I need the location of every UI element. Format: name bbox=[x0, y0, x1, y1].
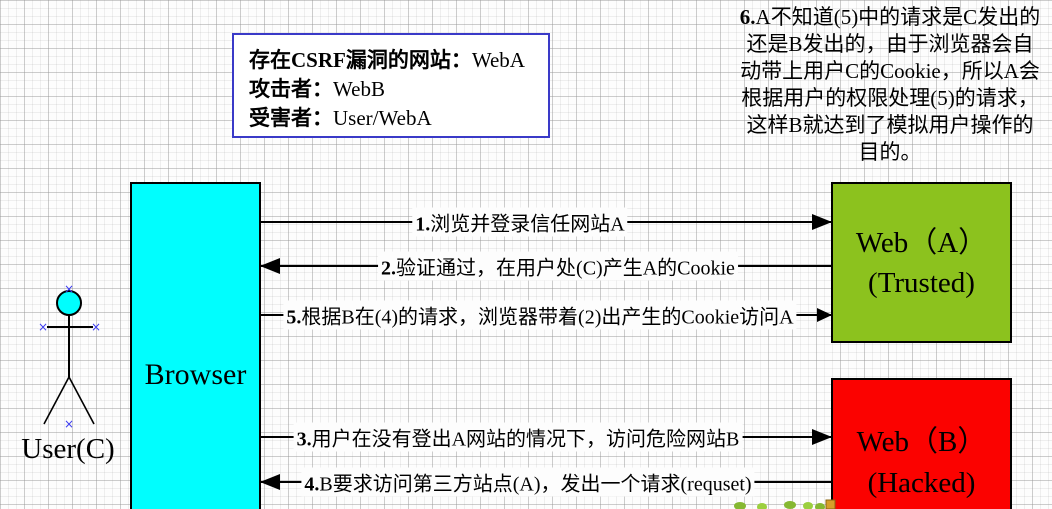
user-node-label: User(C) bbox=[21, 433, 115, 465]
note-step6: 6.A不知道(5)中的请求是C发出的 还是B发出的，由于浏览器会自 动带上用户C… bbox=[729, 4, 1051, 166]
step-number: 3. bbox=[296, 428, 312, 451]
note-step6-number: 6. bbox=[739, 5, 756, 29]
web-b-node: Web（B） (Hacked) bbox=[831, 378, 1012, 509]
selection-handle-marks: × × × × bbox=[38, 282, 101, 431]
step-text: B要求访问第三方站点(A)，发出一个请求(requset) bbox=[319, 473, 752, 496]
arrow-step4-label: 4.B要求访问第三方站点(A)，发出一个请求(requset) bbox=[301, 467, 755, 497]
step-number: 4. bbox=[304, 473, 320, 496]
web-b-subtitle: (Hacked) bbox=[867, 467, 976, 499]
corner-handle-icon bbox=[825, 499, 836, 509]
grass-decoration-icon bbox=[734, 499, 836, 509]
legend-line-attacker: 攻击者：WebB bbox=[249, 75, 548, 104]
legend-label: 存在CSRF漏洞的网站： bbox=[249, 48, 472, 72]
legend-box: 存在CSRF漏洞的网站：WebA 攻击者：WebB 受害者：User/WebA bbox=[232, 33, 550, 138]
web-b-title: Web（B） bbox=[856, 426, 987, 458]
web-a-node: Web（A） (Trusted) bbox=[831, 182, 1012, 343]
arrow-step5-label: 5.根据B在(4)的请求，浏览器带着(2)出产生的Cookie访问A bbox=[283, 300, 797, 330]
web-a-title: Web（A） bbox=[855, 226, 988, 259]
arrowhead-left-icon bbox=[260, 258, 280, 274]
arrowhead-right-icon bbox=[812, 429, 832, 445]
arrowhead-right-icon bbox=[817, 308, 832, 322]
legend-line-vulnerable-site: 存在CSRF漏洞的网站：WebA bbox=[249, 46, 548, 75]
step-text: 根据B在(4)的请求，浏览器带着(2)出产生的Cookie访问A bbox=[301, 306, 794, 329]
step-text: 验证通过，在用户处(C)产生A的Cookie bbox=[396, 257, 735, 280]
step-number: 5. bbox=[286, 306, 302, 329]
svg-text:×: × bbox=[91, 320, 101, 334]
web-a-subtitle: (Trusted) bbox=[868, 266, 975, 299]
arrowhead-right-icon bbox=[812, 214, 832, 230]
legend-label: 攻击者： bbox=[249, 77, 333, 101]
svg-text:×: × bbox=[64, 417, 74, 431]
step-number: 1. bbox=[415, 213, 431, 236]
legend-line-victim: 受害者：User/WebA bbox=[249, 104, 548, 133]
svg-text:×: × bbox=[38, 320, 48, 334]
arrow-step3-label: 3.用户在没有登出A网站的情况下，访问危险网站B bbox=[293, 422, 743, 452]
step-text: 用户在没有登出A网站的情况下，访问危险网站B bbox=[311, 428, 740, 451]
step-number: 2. bbox=[381, 257, 397, 280]
step-text: 浏览并登录信任网站A bbox=[430, 213, 625, 236]
browser-node-label: Browser bbox=[144, 358, 247, 391]
legend-label: 受害者： bbox=[249, 106, 333, 130]
legend-value: WebB bbox=[333, 77, 385, 101]
arrow-step2-label: 2.验证通过，在用户处(C)产生A的Cookie bbox=[378, 251, 738, 281]
arrowhead-left-icon bbox=[260, 474, 280, 490]
legend-value: WebA bbox=[471, 48, 525, 72]
browser-node bbox=[130, 182, 261, 509]
user-stick-figure-icon: × × × × bbox=[38, 282, 101, 431]
svg-text:×: × bbox=[64, 282, 74, 296]
note-step6-text: A不知道(5)中的请求是C发出的 还是B发出的，由于浏览器会自 动带上用户C的C… bbox=[740, 5, 1041, 164]
legend-value: User/WebA bbox=[333, 106, 432, 130]
arrow-step1-label: 1.浏览并登录信任网站A bbox=[412, 207, 628, 237]
